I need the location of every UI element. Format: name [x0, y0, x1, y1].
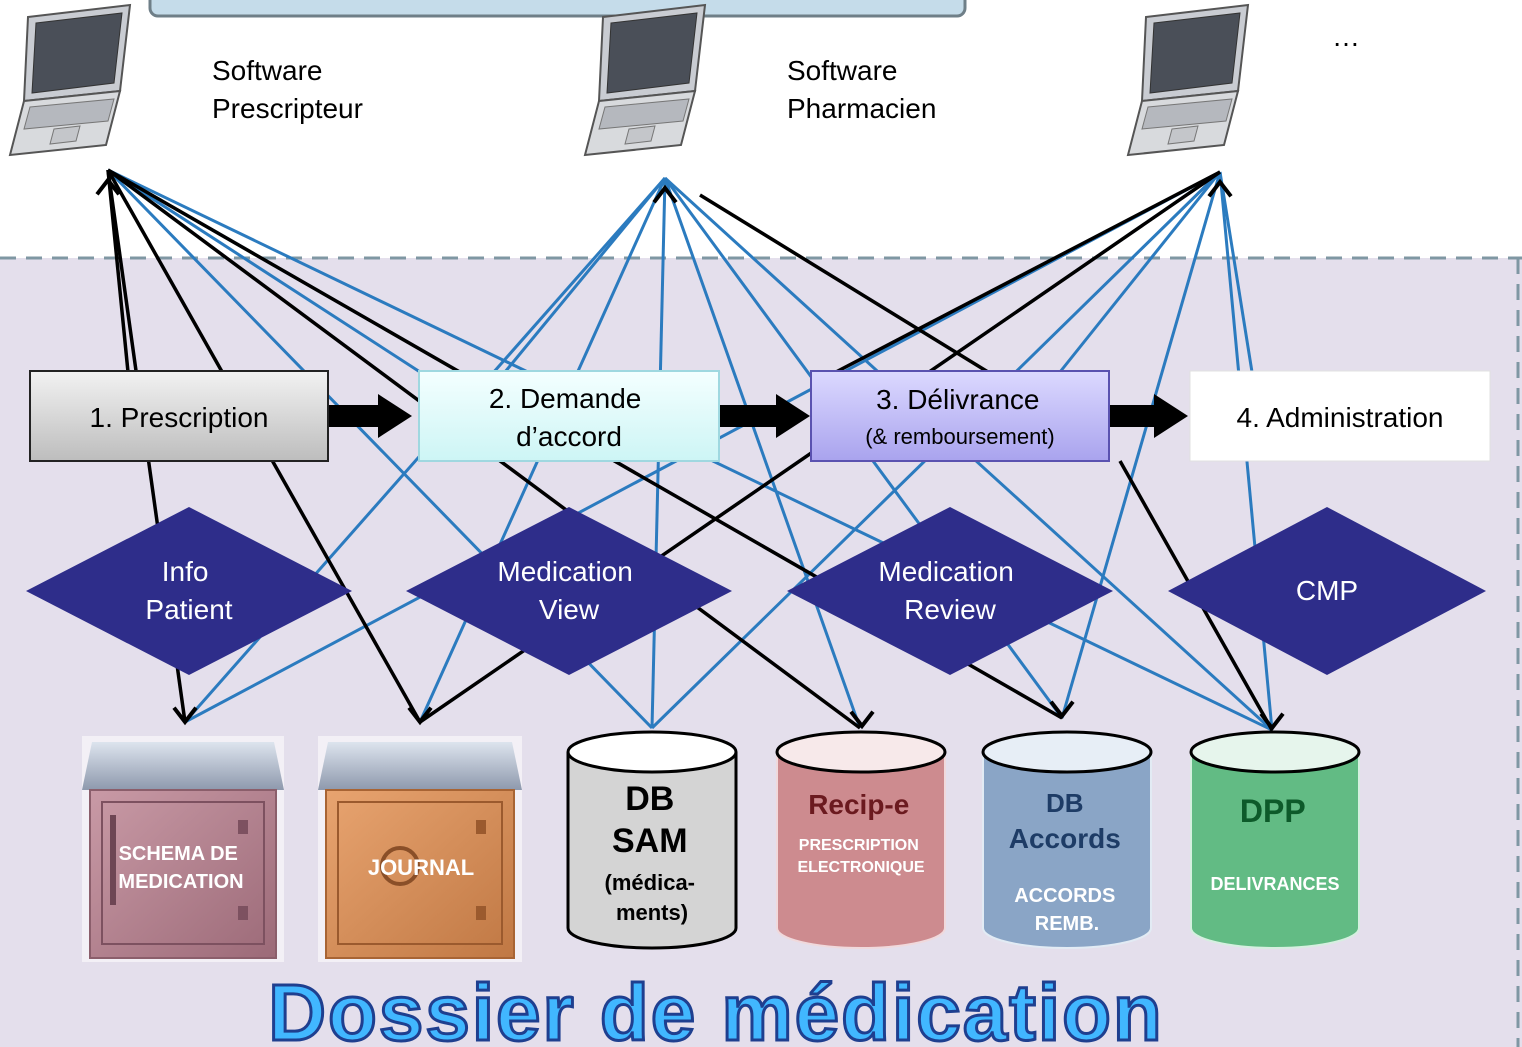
- svg-text:3. Délivrance (& rembour: 3. Délivrance (& remboursement): [865, 384, 1055, 449]
- other-software-ellipsis: …: [1332, 21, 1360, 52]
- svg-text:CMP: CMP: [1296, 575, 1358, 606]
- flow-arrow: [328, 394, 412, 438]
- top-banner: [148, 0, 967, 18]
- svg-text:4. Administration: 4. Administration: [1237, 402, 1444, 433]
- svg-text:JOURNAL: JOURNAL: [368, 855, 474, 880]
- step-prescription: 1. Prescription: [29, 370, 329, 462]
- store-recip-e: Recip-e PRESCRIPTION ELECTRONIQUE: [775, 730, 947, 949]
- store-arrowheads: [95, 176, 1285, 732]
- laptop-icon: [1126, 3, 1250, 157]
- service-medication-review: Medication Review: [787, 507, 1113, 675]
- svg-text:DB SAM (médica-: DB SAM (médica- ments): [605, 780, 700, 925]
- service-cmp: CMP: [1168, 507, 1486, 675]
- store-dpp: DPP DELIVRANCES: [1189, 730, 1361, 949]
- svg-text:Medication Review: Medication Review: [878, 556, 1021, 625]
- software-pharmacien-label: Software Pharmacien: [787, 55, 936, 124]
- flow-arrow: [1110, 394, 1188, 438]
- svg-text:DPP DELIVRANCES: DPP DELIVRANCES: [1210, 793, 1339, 894]
- service-medication-view: Medication View: [406, 507, 732, 675]
- store-db-sam: DB SAM (médica- ments): [566, 730, 738, 950]
- store-journal: JOURNAL: [318, 736, 522, 962]
- svg-text:Info Patient: Info Patient: [145, 556, 232, 625]
- laptop-icon: [8, 3, 132, 157]
- step-administration: 4. Administration: [1189, 370, 1491, 462]
- svg-text:DB Accords ACCORDS: DB Accords ACCORDS REMB.: [1009, 788, 1126, 935]
- svg-text:Recip-e PRESCRIPTION: Recip-e PRESCRIPTION ELECTRONIQUE: [797, 789, 924, 876]
- step-delivrance: 3. Délivrance (& remboursement): [810, 370, 1110, 462]
- svg-text:1. Prescription: 1. Prescription: [90, 402, 269, 433]
- laptop-icon: [583, 3, 707, 157]
- service-info-patient: Info Patient: [26, 507, 352, 675]
- svg-text:2. Demande d’accord: 2. Demande d’accord: [489, 383, 649, 452]
- svg-text:Medication View: Medication View: [497, 556, 640, 625]
- flow-arrow: [720, 394, 810, 438]
- software-prescripteur-label: Software Prescripteur: [212, 55, 363, 124]
- store-schema-medication: SCHEMA DE MEDICATION: [82, 736, 284, 962]
- store-db-accords: DB Accords ACCORDS REMB.: [981, 730, 1153, 949]
- step-demande-accord: 2. Demande d’accord: [418, 370, 720, 462]
- svg-text:SCHEMA DE MEDICATION: SCHEMA DE MEDICATION: [118, 843, 243, 893]
- dossier-title: Dossier de médication: [268, 968, 1164, 1047]
